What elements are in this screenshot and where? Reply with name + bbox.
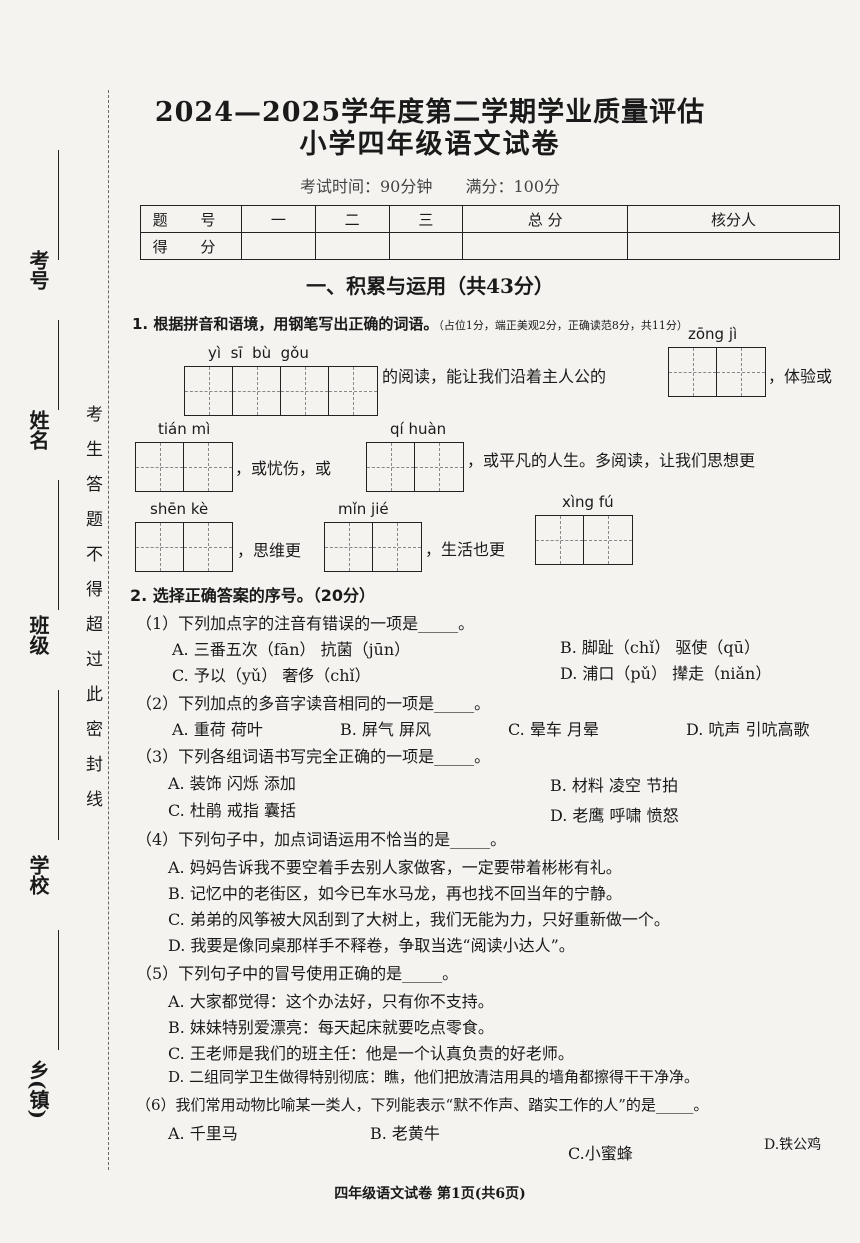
name-label: 姓名	[26, 410, 50, 450]
exam-subtitle: 小学四年级语文试卷	[299, 129, 561, 160]
pinyin-tianmi: tián mì	[158, 420, 211, 438]
answer-boxes-2[interactable]	[668, 347, 766, 397]
answer-boxes-6[interactable]	[324, 522, 422, 572]
score-table-cell: 一	[241, 205, 316, 233]
score-input-cell[interactable]	[388, 232, 464, 260]
q2-4-stem: （4）下列句子中，加点词语运用不恰当的是_____。	[136, 830, 507, 849]
seal-notice: 考生答题不得超过此密封线	[82, 405, 102, 825]
q2-3-option-a[interactable]: A. 装饰 闪烁 添加	[168, 774, 296, 793]
pinyin-yisibugou: yì sī bù gǒu	[208, 344, 309, 362]
score-table-cell: 题 号	[140, 205, 242, 233]
q2-1-option-c[interactable]: C. 予以（yǔ） 奢侈（chǐ）	[172, 666, 371, 685]
question-1-stem: 1. 根据拼音和语境，用钢笔写出正确的词语。（占位1分，端正美观2分，正确读范8…	[132, 315, 688, 333]
score-input-cell[interactable]	[627, 232, 840, 260]
q2-1-stem: （1）下列加点字的注音有错误的一项是_____。	[136, 614, 475, 633]
q2-2-option-d[interactable]: D. 吭声 引吭高歌	[686, 720, 810, 739]
sidebar-line-school	[58, 930, 59, 1050]
q1-text-4: ，或平凡的人生。多阅读，让我们思想更	[467, 451, 756, 470]
q2-3-option-c[interactable]: C. 杜鹃 戒指 囊括	[168, 801, 297, 820]
sidebar-line-name	[58, 480, 59, 610]
q2-3-stem: （3）下列各组词语书写完全正确的一项是_____。	[136, 747, 491, 766]
score-table-cell: 得 分	[140, 232, 242, 260]
pinyin-xingfu: xìng fú	[562, 493, 614, 511]
page-footer: 四年级语文试卷 第1页(共6页)	[334, 1186, 526, 1202]
q1-text-2: ，体验或	[768, 367, 833, 386]
exam-no-label: 考号	[26, 250, 50, 290]
exam-title: 2024—2025学年度第二学期学业质量评估	[154, 97, 706, 128]
score-table-cell: 三	[388, 205, 464, 233]
sidebar-line-top	[58, 150, 59, 260]
q2-3-option-d[interactable]: D. 老鹰 呼啸 愤怒	[550, 806, 679, 825]
exam-time: 考试时间：90分钟	[299, 177, 433, 196]
section-title: 一、积累与运用（共43分）	[306, 274, 554, 298]
q2-6-option-c[interactable]: C.小蜜蜂	[568, 1144, 633, 1163]
q2-3-option-b[interactable]: B. 材料 凌空 节拍	[550, 776, 679, 795]
answer-boxes-1[interactable]	[184, 366, 378, 416]
pinyin-qihuan: qí huàn	[390, 420, 447, 438]
score-table-cell: 二	[314, 205, 390, 233]
q2-1-option-d[interactable]: D. 浦口（pǔ） 撵走（niǎn）	[560, 664, 772, 683]
q2-5-option-b[interactable]: B. 妹妹特别爱漂亮：每天起床就要吃点零食。	[168, 1018, 494, 1037]
sidebar-line-exam-no	[58, 320, 59, 410]
score-table-cell: 核分人	[627, 205, 840, 233]
q2-1-option-b[interactable]: B. 脚趾（chǐ） 驱使（qū）	[560, 638, 760, 657]
sidebar-line-class	[58, 690, 59, 840]
q2-2-stem: （2）下列加点的多音字读音相同的一项是_____。	[136, 694, 491, 713]
class-label: 班级	[26, 615, 50, 655]
seal-line	[108, 90, 109, 1170]
q2-5-option-d[interactable]: D. 二组同学卫生做得特别彻底：瞧，他们把放清洁用具的墙角都擦得干干净净。	[168, 1068, 700, 1086]
answer-boxes-7[interactable]	[535, 515, 633, 565]
school-label: 学校	[26, 855, 50, 895]
q2-2-option-c[interactable]: C. 晕车 月晕	[508, 720, 599, 739]
q1-text-3: ，或忧伤，或	[235, 459, 332, 478]
score-table-header-row: 题 号 一 二 三 总 分 核分人	[140, 205, 840, 233]
score-input-cell[interactable]	[462, 232, 629, 260]
score-table: 题 号 一 二 三 总 分 核分人 得 分	[140, 205, 840, 260]
q2-5-stem: （5）下列句子中的冒号使用正确的是_____。	[136, 964, 459, 983]
q2-4-option-b[interactable]: B. 记忆中的老街区，如今已车水马龙，再也找不回当年的宁静。	[168, 884, 622, 903]
answer-boxes-5[interactable]	[135, 522, 233, 572]
q1-text-1: 的阅读，能让我们沿着主人公的	[382, 367, 607, 386]
answer-boxes-4[interactable]	[366, 442, 464, 492]
question-2-stem: 2. 选择正确答案的序号。（20分）	[130, 586, 376, 605]
q2-5-option-a[interactable]: A. 大家都觉得：这个办法好，只有你不支持。	[168, 992, 494, 1011]
q2-4-option-c[interactable]: C. 弟弟的风筝被大风刮到了大树上，我们无能为力，只好重新做一个。	[168, 910, 670, 929]
exam-info: 考试时间：90分钟 满分：100分	[0, 173, 860, 197]
q1-text-6: ，生活也更	[425, 540, 506, 559]
q1-text-5: ，思维更	[237, 541, 302, 560]
score-input-cell[interactable]	[241, 232, 316, 260]
q2-6-stem: （6）我们常用动物比喻某一类人，下列能表示“默不作声、踏实工作的人”的是____…	[136, 1096, 709, 1114]
q2-6-option-a[interactable]: A. 千里马	[168, 1124, 238, 1143]
q2-2-option-b[interactable]: B. 屏气 屏风	[340, 720, 432, 739]
answer-boxes-3[interactable]	[135, 442, 233, 492]
pinyin-zongji: zōng jì	[688, 325, 738, 343]
score-table-cell: 总 分	[462, 205, 629, 233]
q2-1-option-a[interactable]: A. 三番五次（fān） 抗菌（jūn）	[172, 640, 411, 659]
q2-6-option-d[interactable]: D.铁公鸡	[764, 1137, 822, 1153]
full-score: 满分：100分	[465, 177, 560, 196]
pinyin-shenke: shēn kè	[150, 500, 209, 518]
pinyin-minjie: mǐn jié	[338, 500, 389, 518]
q2-5-option-c[interactable]: C. 王老师是我们的班主任：他是一个认真负责的好老师。	[168, 1044, 574, 1063]
score-input-cell[interactable]	[314, 232, 390, 260]
town-label: 乡(镇)	[26, 1060, 50, 1119]
q2-6-option-b[interactable]: B. 老黄牛	[370, 1124, 440, 1143]
q2-4-option-d[interactable]: D. 我要是像同桌那样手不释卷，争取当选“阅读小达人”。	[168, 936, 575, 955]
q2-4-option-a[interactable]: A. 妈妈告诉我不要空着手去别人家做客，一定要带着彬彬有礼。	[168, 858, 622, 877]
q2-2-option-a[interactable]: A. 重荷 荷叶	[172, 720, 263, 739]
score-table-score-row: 得 分	[140, 232, 840, 260]
